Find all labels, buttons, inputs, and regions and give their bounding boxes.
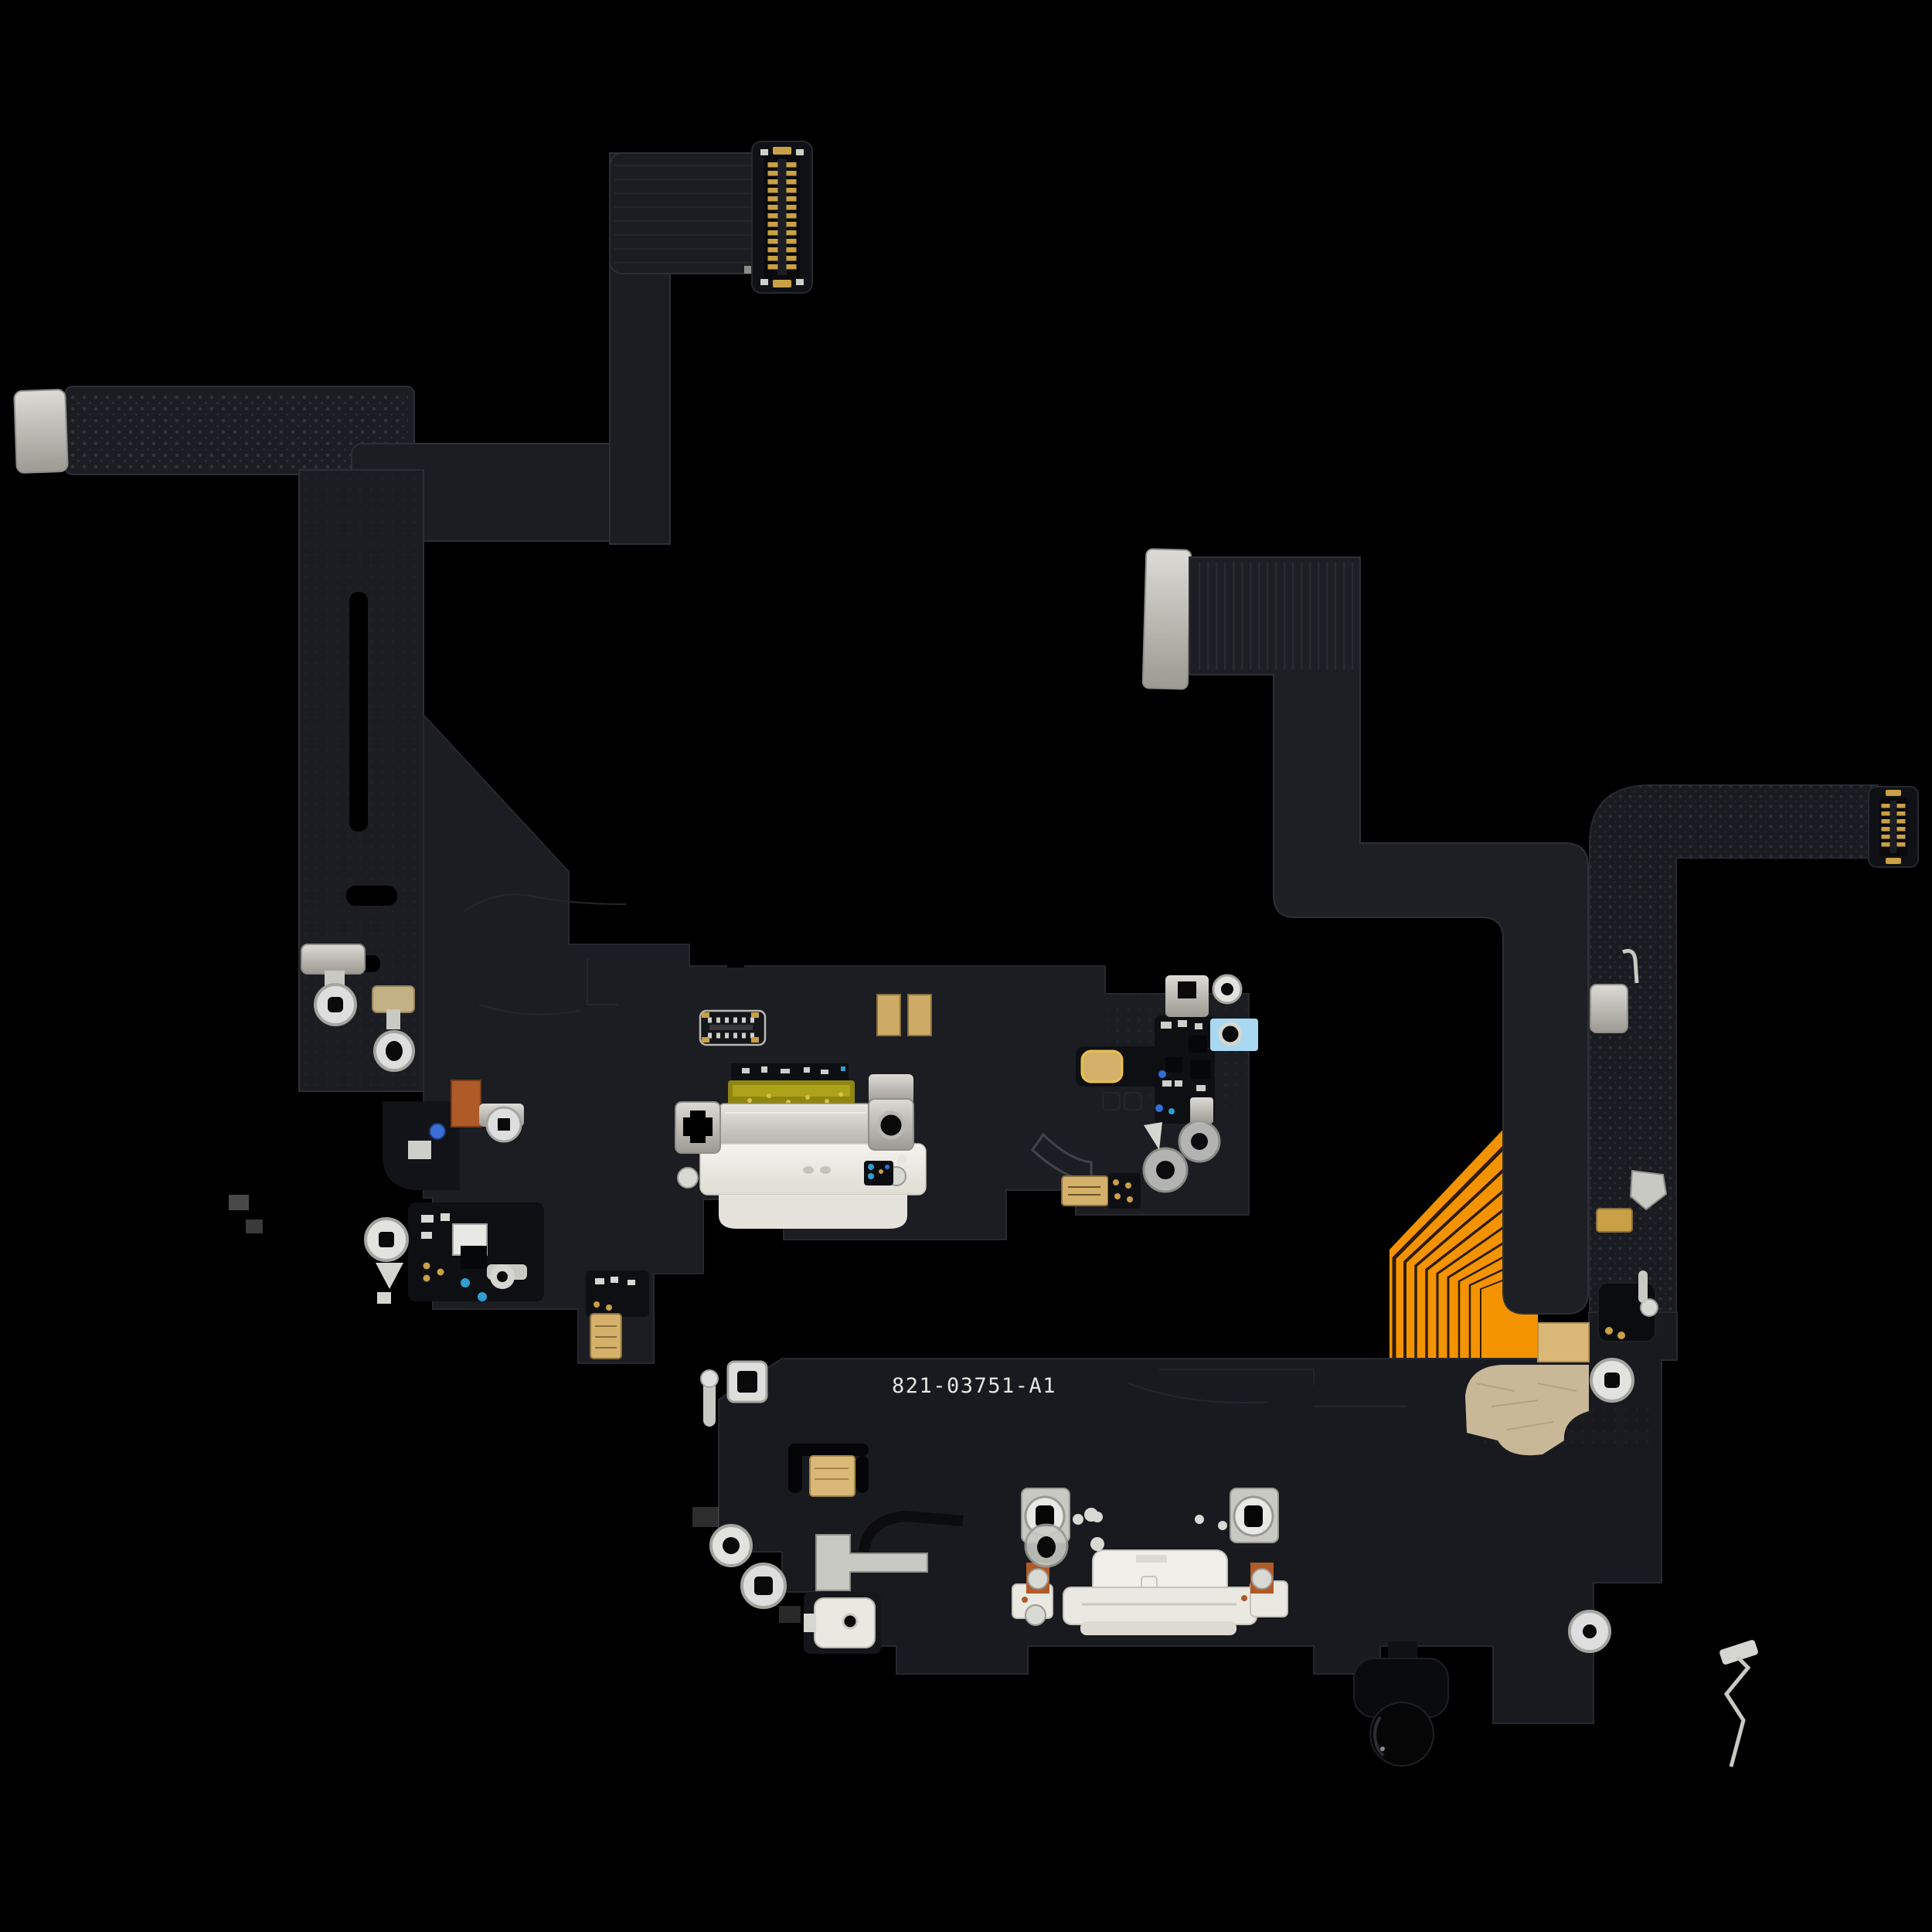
connector-cap-bottom bbox=[773, 280, 791, 287]
down-band-slot-long bbox=[349, 592, 368, 832]
upper-left-mic-cluster bbox=[229, 1080, 649, 1359]
right-bracket-hole bbox=[876, 1111, 906, 1140]
silver-screw bbox=[1025, 1604, 1046, 1626]
gold-adhesive-pad bbox=[1537, 1322, 1590, 1362]
lower-gold-microphone bbox=[809, 1455, 855, 1497]
upper-board-outline bbox=[423, 713, 1250, 1364]
board-etch-lines bbox=[463, 893, 1142, 1111]
t-bracket bbox=[815, 1534, 928, 1591]
small-screw-2 bbox=[1090, 1537, 1104, 1551]
barrel-head bbox=[1369, 1702, 1434, 1767]
upper-flex-assembly bbox=[13, 141, 1258, 1364]
port-housing-lip bbox=[719, 1195, 907, 1229]
clip-hook-wire bbox=[1622, 948, 1639, 984]
riser-metal-speck bbox=[744, 266, 753, 274]
antenna-wire bbox=[1723, 1655, 1751, 1767]
spring-contact bbox=[1629, 1169, 1668, 1211]
gold-pad-1 bbox=[876, 994, 901, 1036]
connector-channel bbox=[777, 159, 787, 275]
mic-slot-left bbox=[788, 1444, 802, 1493]
lower-bottom-brackets bbox=[804, 1508, 1758, 1767]
small-metal-block bbox=[408, 1141, 431, 1159]
left-bracket-cross-hole bbox=[690, 1111, 706, 1143]
gold-pad-2 bbox=[907, 994, 932, 1036]
lower-board-etch bbox=[1128, 1369, 1406, 1407]
board-top-notch bbox=[727, 951, 744, 968]
gold-mic-brick bbox=[1061, 1175, 1109, 1206]
cutout-artifact bbox=[692, 1507, 719, 1527]
upper-right-mic-cluster bbox=[1031, 974, 1258, 1209]
bracket-arm-hole bbox=[497, 1271, 508, 1282]
upper-board-mid-components bbox=[699, 994, 932, 1046]
lower-ribbon-stripe-texture bbox=[1194, 562, 1353, 670]
tan-patch-streaks bbox=[1475, 1383, 1577, 1430]
board-curved-channel bbox=[859, 1510, 964, 1553]
top-arm-fold-ridges bbox=[614, 164, 751, 264]
lower-stiffener-pad bbox=[1141, 548, 1192, 690]
port-screw-left bbox=[1027, 1568, 1049, 1590]
mic-piece-hole bbox=[842, 1613, 859, 1630]
antenna-wire-tab bbox=[1719, 1640, 1758, 1665]
copper-tab bbox=[451, 1080, 481, 1128]
small-screw-1 bbox=[1084, 1508, 1098, 1522]
port-rear-lip bbox=[1080, 1621, 1236, 1635]
ground-clip-1 bbox=[301, 944, 366, 975]
port-rear-label bbox=[1136, 1555, 1167, 1563]
lower-mic-pcb-parts bbox=[421, 1213, 488, 1301]
ground-clip-2 bbox=[372, 985, 415, 1013]
metal-clip bbox=[1590, 984, 1628, 1033]
rivet-pin bbox=[703, 1376, 716, 1427]
port-right-bracket-arm bbox=[869, 1074, 913, 1104]
port-screw-right bbox=[1251, 1568, 1273, 1590]
mid-bracket bbox=[1190, 1097, 1213, 1124]
upper-lightning-port bbox=[675, 1063, 927, 1229]
cutout-artifact bbox=[779, 1606, 801, 1623]
strip-components bbox=[742, 1066, 845, 1074]
mic-slot-top bbox=[788, 1444, 869, 1456]
port-rear-base bbox=[1063, 1587, 1257, 1625]
blue-component-dot bbox=[429, 1123, 446, 1140]
triangle-bracket bbox=[376, 1263, 403, 1289]
triangle-bracket-right bbox=[1144, 1122, 1162, 1150]
lower-ribbon-staircase bbox=[1189, 556, 1589, 1315]
cutout-artifact bbox=[246, 1219, 263, 1233]
metal-pin bbox=[1638, 1270, 1648, 1303]
right-mic-pcb-parts bbox=[1155, 1020, 1210, 1114]
port-left-screw bbox=[677, 1167, 699, 1189]
adhesive-patch-group bbox=[1465, 1322, 1590, 1456]
upper-top-connector bbox=[751, 141, 813, 294]
down-band-slot-small-1 bbox=[346, 886, 397, 906]
port-side-mic-pcb bbox=[864, 1161, 893, 1185]
cutout-artifact bbox=[229, 1195, 249, 1210]
lower-left-washers bbox=[692, 1360, 801, 1623]
mic-slot-right bbox=[856, 1456, 869, 1493]
upper-ground-clips bbox=[301, 944, 415, 1072]
part-number-marking: 821-03751-A1 bbox=[892, 1374, 1056, 1398]
antenna-gold-pill bbox=[1080, 1049, 1124, 1083]
gold-contact-tab bbox=[1596, 1208, 1633, 1233]
lower-right-components bbox=[1590, 948, 1668, 1403]
lower-right-connector bbox=[1868, 786, 1919, 868]
connector-cap-top bbox=[773, 147, 791, 155]
upper-stiffener-pad bbox=[13, 389, 69, 474]
bottom-microphone-barrel bbox=[1353, 1641, 1449, 1767]
lower-flex-assembly: 821-03751-A1 bbox=[692, 548, 1919, 1767]
mic-module-screw bbox=[1640, 1298, 1658, 1317]
